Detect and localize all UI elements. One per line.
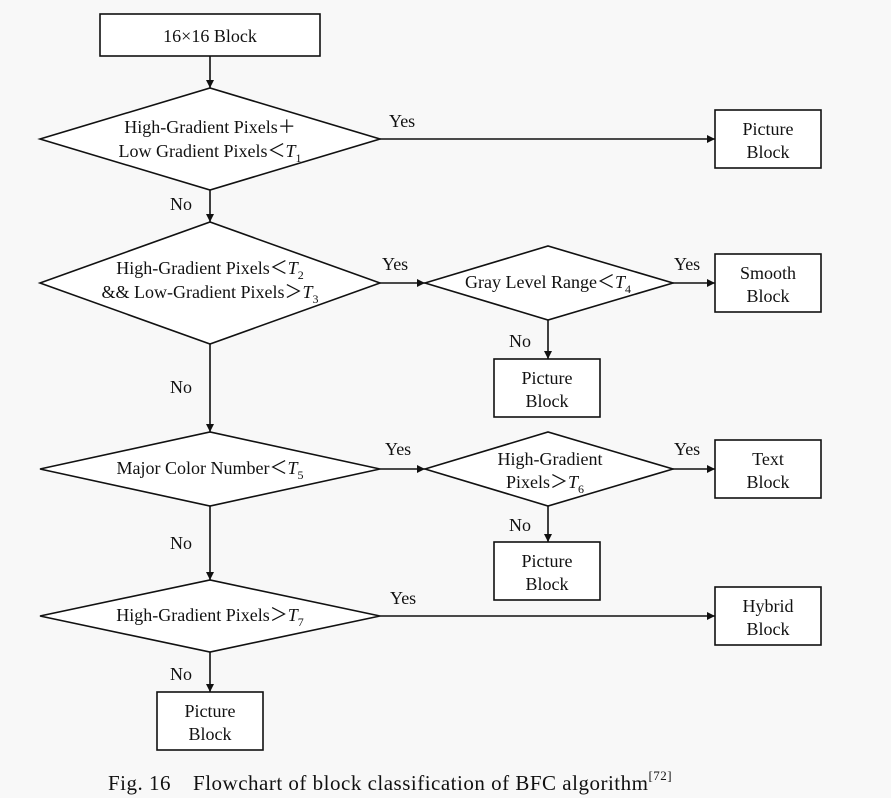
d4-var: T <box>288 605 300 625</box>
figure-caption: Fig. 16 Flowchart of block classification… <box>108 768 672 795</box>
d3b-var: T <box>568 472 580 492</box>
d3b-yes-label: Yes <box>674 439 700 459</box>
d1-line1: High-Gradient Pixels＋ <box>124 117 295 137</box>
start-label: 16×16 Block <box>163 26 257 46</box>
out-picture-4 <box>156 691 264 751</box>
d1-line2: Low Gradient Pixels＜T1 <box>119 141 302 165</box>
d2b-text: Gray Level Range＜T4 <box>465 272 631 296</box>
out5-line1: Picture <box>522 551 573 571</box>
out4-line2: Block <box>747 472 790 492</box>
d3b-line2-text: Pixels＞ <box>506 472 568 492</box>
out2-line1: Smooth <box>740 263 796 283</box>
d2b-pre: Gray Level Range＜ <box>465 272 615 292</box>
d4-sub: 7 <box>298 615 304 629</box>
d1-no-label: No <box>170 194 192 214</box>
d2-sub-2: 3 <box>313 292 319 306</box>
d3b-sub: 6 <box>578 482 584 496</box>
d3-no-label: No <box>170 533 192 553</box>
d2-var-2: T <box>302 282 314 302</box>
out4-line1: Text <box>752 449 784 469</box>
d2-no-label: No <box>170 377 192 397</box>
d2-var-1: T <box>288 258 300 278</box>
d2-line2: && Low-Gradient Pixels＞T3 <box>102 282 319 306</box>
out1-line2: Block <box>747 142 790 162</box>
d2-line1-text: High-Gradient Pixels＜ <box>116 258 287 278</box>
out1-line1: Picture <box>743 119 794 139</box>
out3-line2: Block <box>526 391 569 411</box>
out5-line2: Block <box>526 574 569 594</box>
start-box <box>99 13 321 57</box>
d4-yes-label: Yes <box>390 588 416 608</box>
out2-line2: Block <box>747 286 790 306</box>
out6-line1: Hybrid <box>743 596 794 616</box>
d2-sub-1: 2 <box>298 268 304 282</box>
d3b-no-label: No <box>509 515 531 535</box>
out-picture-2 <box>493 358 601 418</box>
d2b-var: T <box>615 272 627 292</box>
d3-yes-label: Yes <box>385 439 411 459</box>
d2-line1: High-Gradient Pixels＜T2 <box>116 258 304 282</box>
d1-sub: 1 <box>296 151 302 165</box>
d2b-yes-label: Yes <box>674 254 700 274</box>
out3-line1: Picture <box>522 368 573 388</box>
d3b-line1: High-Gradient <box>498 449 603 469</box>
d3-var: T <box>287 458 299 478</box>
d1-var: T <box>285 141 297 161</box>
d3-sub: 5 <box>298 468 304 482</box>
d2b-sub: 4 <box>625 282 631 296</box>
decision-1 <box>37 87 383 191</box>
caption-prefix: Fig. 16 <box>108 771 171 795</box>
d3-pre: Major Color Number＜ <box>117 458 288 478</box>
d3b-line2: Pixels＞T6 <box>506 472 584 496</box>
d4-no-label: No <box>170 664 192 684</box>
d2-line2-text: && Low-Gradient Pixels＞ <box>102 282 303 302</box>
out7-line2: Block <box>189 724 232 744</box>
arrows <box>206 56 715 692</box>
decision-3b <box>422 431 676 507</box>
d4-text: High-Gradient Pixels＞T7 <box>116 605 304 629</box>
d2-yes-label: Yes <box>382 254 408 274</box>
out-picture-3 <box>493 541 601 601</box>
d4-pre: High-Gradient Pixels＞ <box>116 605 287 625</box>
caption-text: Flowchart of block classification of BFC… <box>193 771 648 795</box>
d2b-no-label: No <box>509 331 531 351</box>
out-hybrid <box>714 586 822 646</box>
out6-line2: Block <box>747 619 790 639</box>
caption-ref: [72] <box>648 768 672 783</box>
d1-line2-text: Low Gradient Pixels＜ <box>119 141 286 161</box>
d1-yes-label: Yes <box>389 111 415 131</box>
d3-text: Major Color Number＜T5 <box>117 458 304 482</box>
out7-line1: Picture <box>185 701 236 721</box>
